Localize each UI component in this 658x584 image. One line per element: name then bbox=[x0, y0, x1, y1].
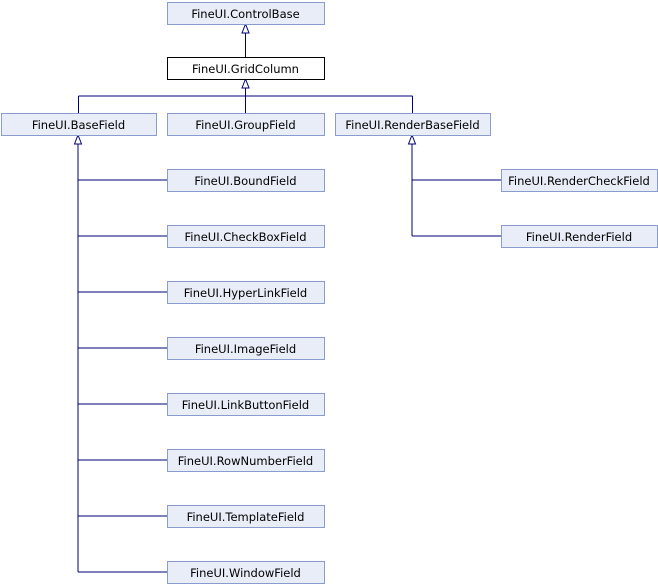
class-node-label: FineUI.BaseField bbox=[32, 118, 125, 132]
class-node-box bbox=[167, 393, 325, 416]
class-node-label: FineUI.LinkButtonField bbox=[182, 398, 309, 412]
class-node-hyperlink-field[interactable]: FineUI.HyperLinkField bbox=[167, 281, 325, 304]
class-node-box bbox=[335, 113, 491, 136]
class-node-bound-field[interactable]: FineUI.BoundField bbox=[167, 169, 325, 192]
class-node-box bbox=[167, 2, 325, 25]
class-node-checkbox-field[interactable]: FineUI.CheckBoxField bbox=[167, 225, 325, 248]
class-node-rownumber-field[interactable]: FineUI.RowNumberField bbox=[167, 449, 325, 472]
class-node-box bbox=[167, 169, 325, 192]
class-node-box bbox=[1, 113, 157, 136]
edges-layer bbox=[73, 22, 501, 573]
class-node-label: FineUI.TemplateField bbox=[187, 510, 305, 524]
class-node-rendercheck-field[interactable]: FineUI.RenderCheckField bbox=[501, 169, 658, 192]
class-node-group-field[interactable]: FineUI.GroupField bbox=[167, 113, 325, 136]
class-node-label: FineUI.WindowField bbox=[190, 566, 301, 580]
class-node-box bbox=[167, 57, 325, 80]
class-node-window-field[interactable]: FineUI.WindowField bbox=[167, 561, 325, 584]
class-node-render-field[interactable]: FineUI.RenderField bbox=[501, 225, 658, 248]
class-node-label: FineUI.ImageField bbox=[195, 342, 296, 356]
class-node-box bbox=[167, 113, 325, 136]
class-node-box bbox=[167, 449, 325, 472]
class-node-render-base-field[interactable]: FineUI.RenderBaseField bbox=[335, 113, 491, 136]
class-node-label: FineUI.RenderBaseField bbox=[345, 118, 479, 132]
class-node-template-field[interactable]: FineUI.TemplateField bbox=[167, 505, 325, 528]
class-node-grid-column[interactable]: FineUI.GridColumn bbox=[167, 57, 325, 80]
class-node-label: FineUI.RenderField bbox=[526, 230, 632, 244]
class-node-label: FineUI.BoundField bbox=[194, 174, 296, 188]
arrow-to-grid-column bbox=[241, 77, 250, 89]
class-node-control-base[interactable]: FineUI.ControlBase bbox=[167, 2, 325, 25]
class-node-label: FineUI.RowNumberField bbox=[178, 454, 313, 468]
class-node-label: FineUI.GroupField bbox=[195, 118, 295, 132]
class-node-box bbox=[167, 337, 325, 360]
class-node-label: FineUI.GridColumn bbox=[192, 62, 299, 76]
class-node-box bbox=[167, 225, 325, 248]
arrow-grid-column-to-control-base bbox=[241, 22, 250, 34]
class-node-image-field[interactable]: FineUI.ImageField bbox=[167, 337, 325, 360]
arrow-to-render-base-field bbox=[407, 133, 417, 145]
class-node-label: FineUI.RenderCheckField bbox=[508, 174, 650, 188]
class-node-box bbox=[167, 281, 325, 304]
class-node-label: FineUI.ControlBase bbox=[191, 7, 299, 21]
class-node-label: FineUI.HyperLinkField bbox=[184, 286, 307, 300]
arrow-to-base-field bbox=[73, 133, 83, 145]
class-node-box bbox=[167, 505, 325, 528]
class-node-base-field[interactable]: FineUI.BaseField bbox=[1, 113, 157, 136]
class-node-label: FineUI.CheckBoxField bbox=[184, 230, 306, 244]
class-node-linkbutton-field[interactable]: FineUI.LinkButtonField bbox=[167, 393, 325, 416]
